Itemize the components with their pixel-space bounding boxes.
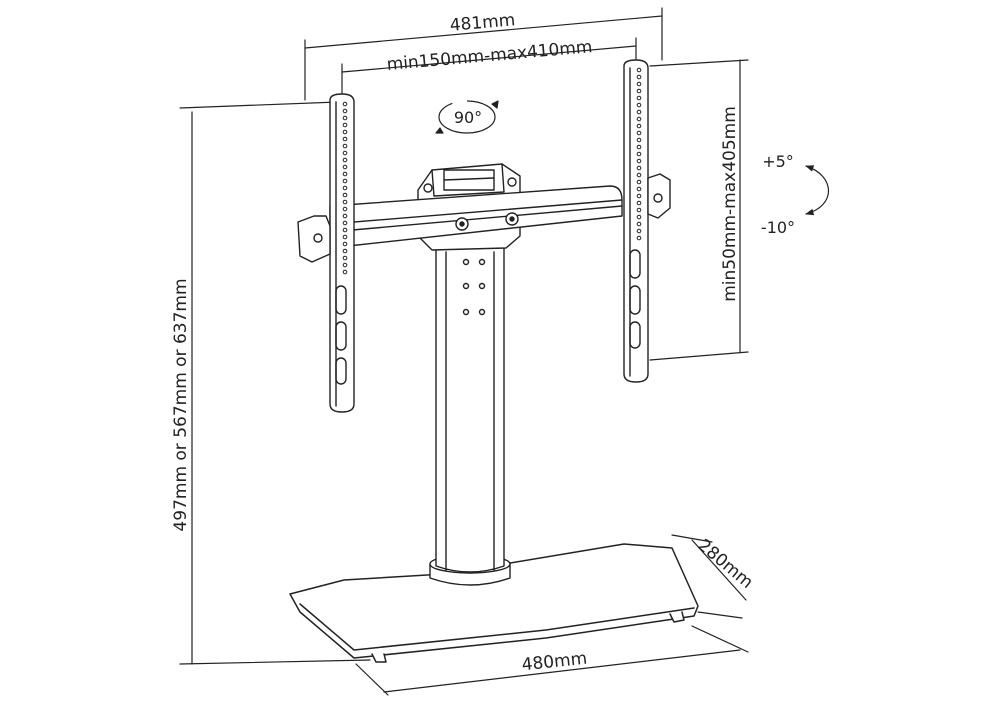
column bbox=[435, 245, 505, 573]
mounting-hole bbox=[636, 109, 642, 115]
mounting-hole bbox=[636, 102, 642, 108]
label-base-depth: 280mm bbox=[694, 535, 757, 592]
mounting-hole bbox=[342, 164, 348, 170]
mounting-hole bbox=[342, 262, 348, 268]
mounting-hole bbox=[636, 74, 642, 80]
mounting-hole bbox=[636, 116, 642, 122]
mounting-hole bbox=[636, 207, 642, 213]
mounting-hole bbox=[636, 88, 642, 94]
mounting-hole bbox=[342, 227, 348, 233]
mounting-hole bbox=[342, 220, 348, 226]
right-arm-holes bbox=[636, 67, 642, 241]
crossbar bbox=[329, 185, 623, 249]
mounting-hole bbox=[342, 115, 348, 121]
mounting-hole bbox=[636, 130, 642, 136]
mounting-hole bbox=[342, 171, 348, 177]
mounting-hole bbox=[342, 248, 348, 254]
mounting-hole bbox=[636, 179, 642, 185]
label-base-width: 480mm bbox=[521, 649, 588, 676]
mounting-hole bbox=[342, 129, 348, 135]
mounting-hole bbox=[342, 192, 348, 198]
mounting-hole bbox=[636, 214, 642, 220]
mounting-hole bbox=[342, 108, 348, 114]
mounting-hole bbox=[636, 235, 642, 241]
mounting-hole bbox=[342, 122, 348, 128]
mounting-hole bbox=[342, 150, 348, 156]
mounting-hole bbox=[342, 101, 348, 107]
left-vesa-arm bbox=[297, 93, 355, 413]
mounting-hole bbox=[636, 193, 642, 199]
mounting-hole bbox=[342, 143, 348, 149]
mounting-hole bbox=[636, 172, 642, 178]
mounting-hole bbox=[342, 213, 348, 219]
label-vesa-vertical: min50mm-max405mm bbox=[720, 106, 740, 302]
mounting-hole bbox=[342, 241, 348, 247]
mounting-hole bbox=[342, 234, 348, 240]
mounting-hole bbox=[342, 178, 348, 184]
mounting-hole bbox=[342, 136, 348, 142]
right-vesa-arm bbox=[623, 59, 671, 383]
mounting-hole bbox=[342, 157, 348, 163]
mounting-hole bbox=[636, 221, 642, 227]
mounting-hole bbox=[636, 151, 642, 157]
mounting-hole bbox=[636, 81, 642, 87]
mounting-hole bbox=[636, 95, 642, 101]
label-height: 497mm or 567mm or 637mm bbox=[171, 278, 191, 531]
dim-vesa-v-lines bbox=[649, 59, 749, 361]
label-tilt-down: -10° bbox=[761, 218, 795, 237]
label-vesa-horizontal: min150mm-max410mm bbox=[386, 37, 593, 75]
tilt-arrow bbox=[805, 165, 830, 216]
mounting-hole bbox=[342, 255, 348, 261]
dim-481-lines bbox=[304, 7, 663, 101]
base-plate bbox=[289, 543, 699, 663]
dim-width-lines bbox=[355, 625, 749, 696]
mounting-hole bbox=[636, 144, 642, 150]
mounting-hole bbox=[636, 67, 642, 73]
mounting-hole bbox=[636, 200, 642, 206]
mounting-hole bbox=[342, 185, 348, 191]
mounting-hole bbox=[636, 165, 642, 171]
swivel-indicator bbox=[435, 100, 499, 134]
label-swivel: 90° bbox=[454, 108, 482, 127]
mounting-hole bbox=[636, 123, 642, 129]
dim-depth-lines bbox=[671, 534, 747, 619]
label-width-top: 481mm bbox=[449, 10, 516, 36]
mounting-hole bbox=[342, 199, 348, 205]
mounting-hole bbox=[342, 269, 348, 275]
left-arm-holes bbox=[342, 101, 348, 275]
mounting-hole bbox=[636, 186, 642, 192]
mounting-hole bbox=[342, 206, 348, 212]
dim-height-lines bbox=[179, 101, 371, 665]
mounting-hole bbox=[636, 137, 642, 143]
mounting-hole bbox=[636, 228, 642, 234]
mounting-hole bbox=[636, 158, 642, 164]
label-tilt-up: +5° bbox=[762, 152, 794, 171]
